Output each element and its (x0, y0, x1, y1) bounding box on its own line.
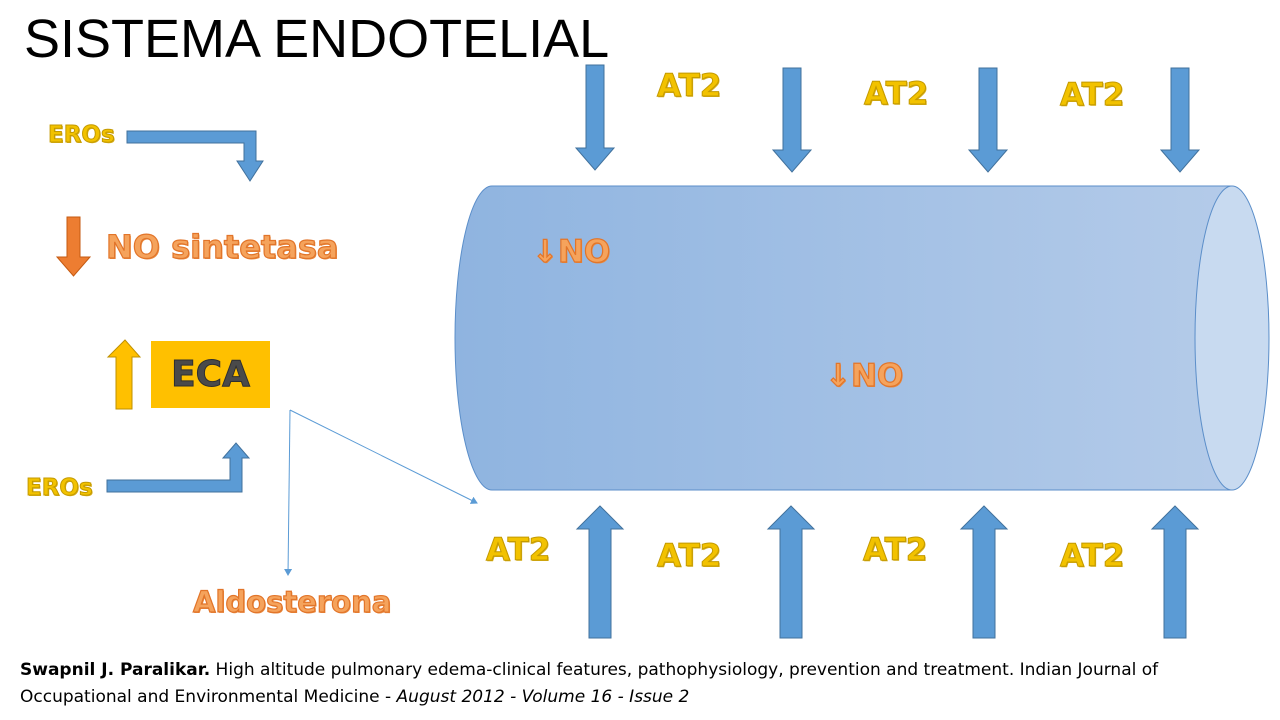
down-arrow-icon (967, 67, 1009, 173)
at2-label: AT2 (1059, 77, 1125, 114)
no-decrease-label: ↓NO (531, 233, 611, 270)
at2-label: AT2 (485, 532, 551, 569)
vessel-cap (1194, 185, 1270, 491)
at2-label: AT2 (656, 68, 722, 105)
up-arrow-icon (575, 505, 625, 639)
aldosterona-label: Aldosterona (192, 584, 392, 619)
eca-label: ECA (171, 354, 251, 396)
eros-label: EROs (26, 475, 94, 502)
vessel-body (454, 185, 1233, 491)
no-decrease-label: ↓NO (824, 357, 904, 394)
no-sintetasa-label: NO sintetasa (105, 227, 339, 266)
connector-line (284, 409, 293, 576)
no-label: NO (850, 357, 904, 394)
at2-label: AT2 (1059, 538, 1125, 575)
up-arrow-icon (106, 339, 142, 410)
citation-author: Swapnil J. Paralikar. (20, 660, 211, 680)
citation-text: High altitude pulmonary edema-clinical f… (20, 660, 1159, 707)
citation-issue: August 2012 - Volume 16 - Issue 2 (396, 687, 690, 707)
up-arrow-icon (766, 505, 816, 639)
down-arrow-icon (574, 64, 616, 171)
down-arrow-icon (1159, 67, 1201, 173)
down-arrow-icon: ↓ (824, 357, 851, 394)
at2-label: AT2 (656, 538, 722, 575)
at2-label: AT2 (863, 76, 929, 113)
at2-label: AT2 (862, 532, 928, 569)
up-arrow-icon (1150, 505, 1200, 639)
bent-arrow-icon (106, 442, 251, 493)
page-title: SISTEMA ENDOTELIAL (24, 9, 610, 69)
citation: Swapnil J. Paralikar. High altitude pulm… (20, 657, 1260, 711)
bent-arrow-icon (126, 130, 264, 182)
no-label: NO (557, 233, 611, 270)
eros-label: EROs (48, 122, 116, 149)
down-arrow-icon (771, 67, 813, 173)
eca-box: ECA (151, 341, 270, 408)
down-arrow-icon: ↓ (531, 233, 558, 270)
connector-line (289, 409, 478, 504)
down-arrow-icon (55, 216, 92, 277)
up-arrow-icon (959, 505, 1009, 639)
